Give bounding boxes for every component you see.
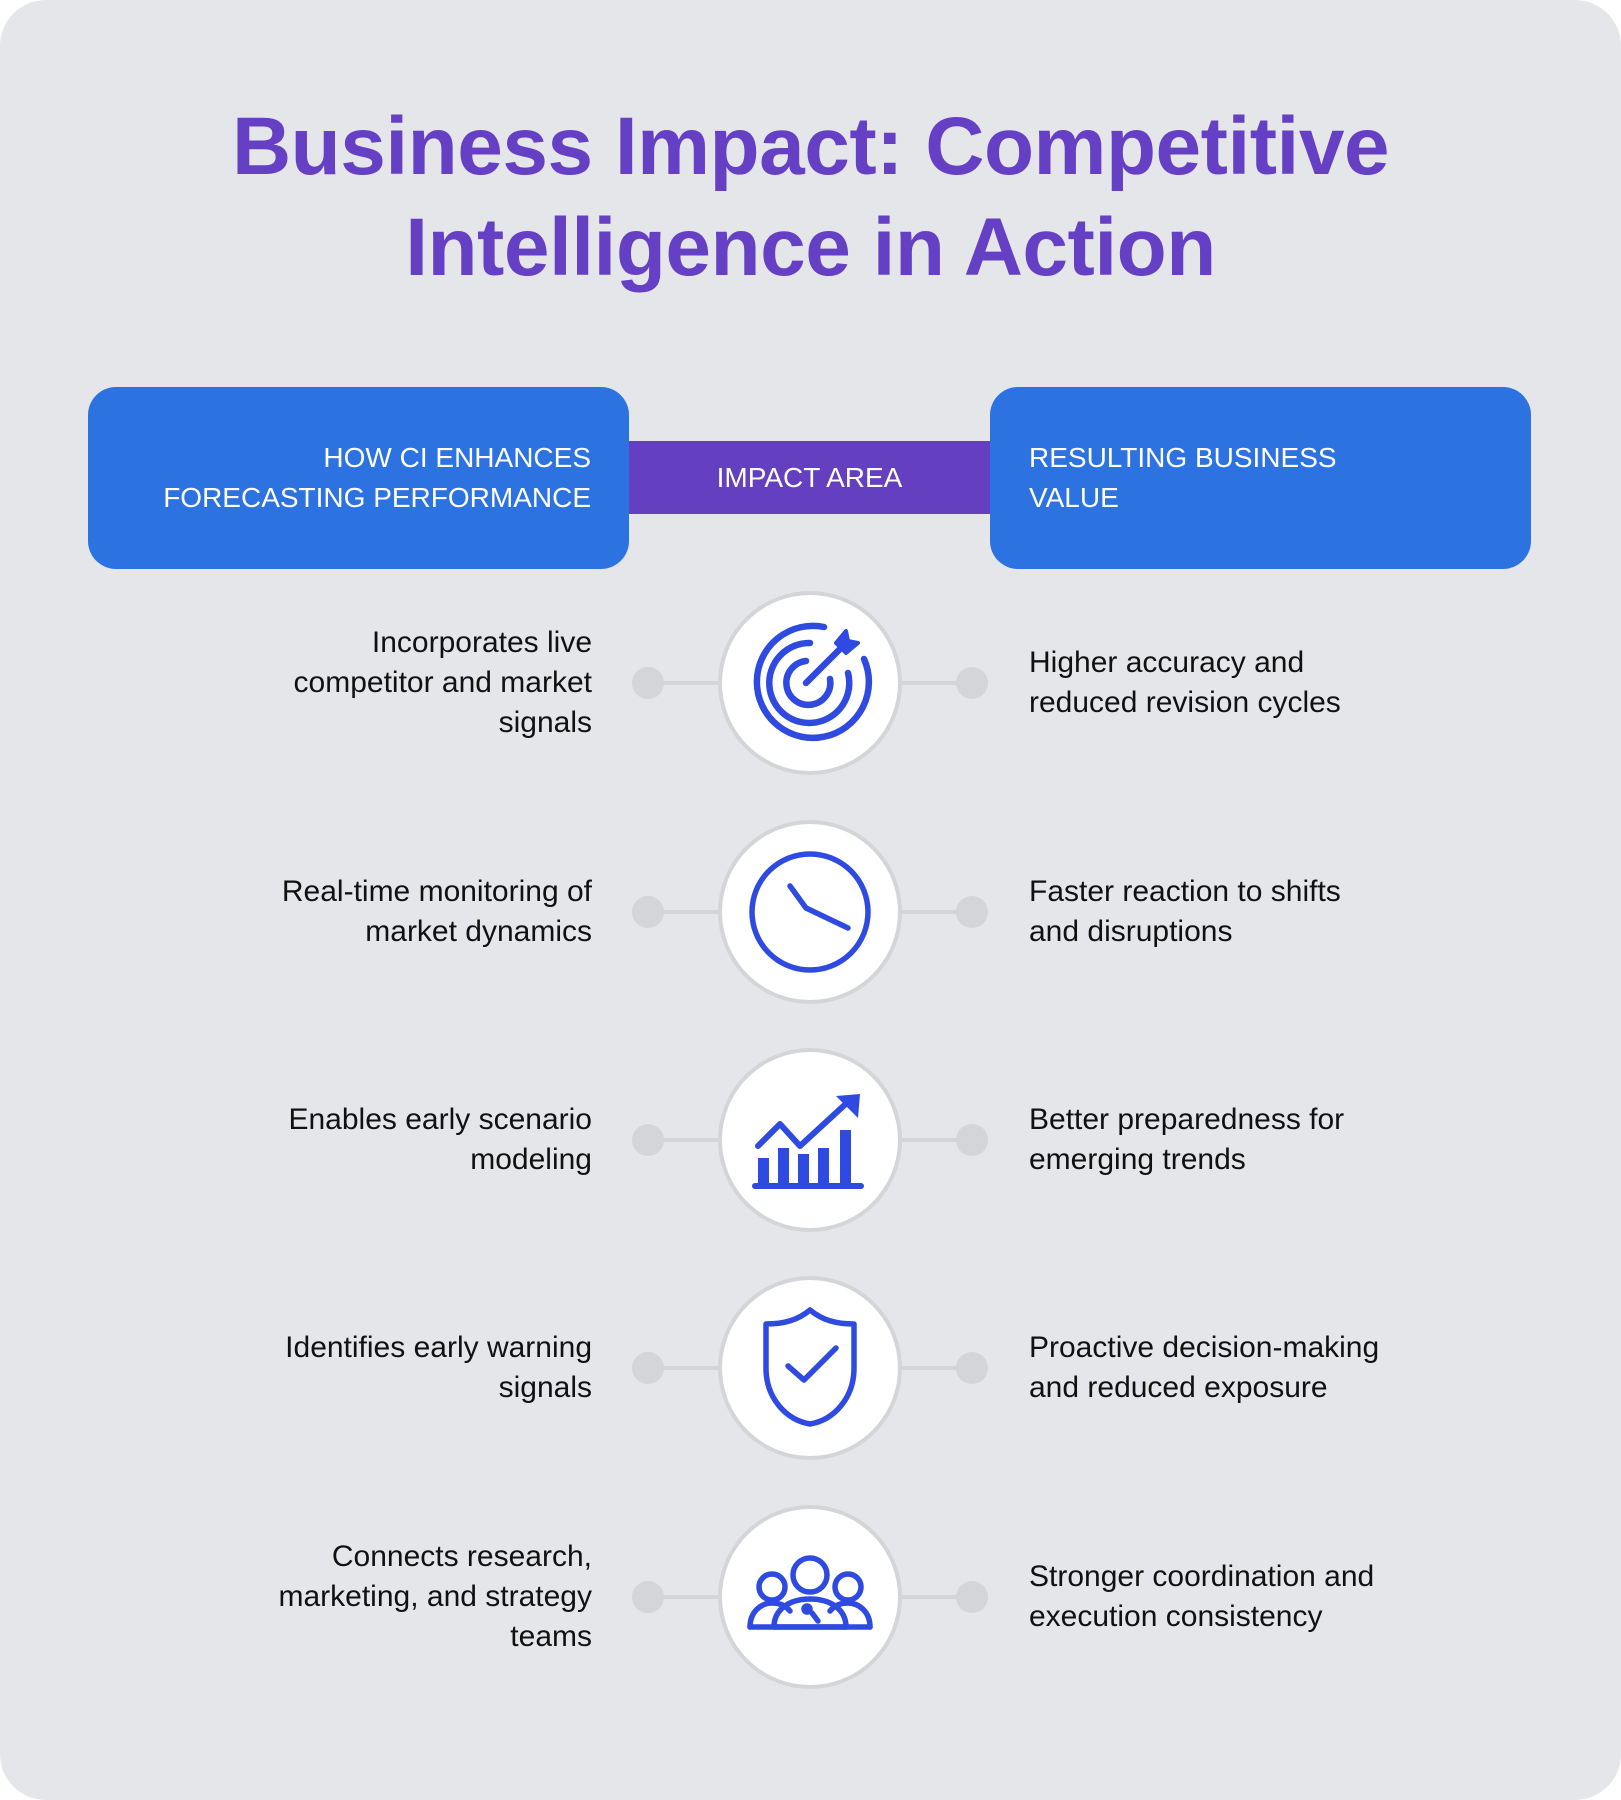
text-line: market dynamics	[365, 915, 592, 948]
text-line: Enables early scenario	[288, 1103, 592, 1136]
header-resulting-business-value: RESULTING BUSINESS VALUE	[990, 387, 1531, 569]
row-5-value-text: Stronger coordination and execution cons…	[1029, 1505, 1374, 1689]
row-1-value-text: Higher accuracy and reduced revision cyc…	[1029, 591, 1341, 775]
impact-row-4: Identifies early warning signals Proacti…	[0, 1276, 1621, 1460]
text-line: Identifies early warning	[285, 1331, 592, 1364]
connector-dot	[632, 1352, 664, 1384]
header-how-ci-enhances: HOW CI ENHANCES FORECASTING PERFORMANCE	[88, 387, 629, 569]
text-line: modeling	[470, 1143, 592, 1176]
row-3-enhancement-text: Enables early scenario modeling	[288, 1048, 592, 1232]
impact-row-2: Real-time monitoring of market dynamics …	[0, 820, 1621, 1004]
text-line: Higher accuracy and	[1029, 646, 1305, 679]
text-line: reduced revision cycles	[1029, 686, 1341, 719]
connector-line	[892, 910, 972, 914]
clock-icon	[749, 851, 871, 973]
icon-circle	[718, 1276, 902, 1460]
text-line: execution consistency	[1029, 1600, 1323, 1633]
row-5-enhancement-text: Connects research, marketing, and strate…	[279, 1505, 593, 1689]
connector-line	[892, 1595, 972, 1599]
row-4-value-text: Proactive decision-making and reduced ex…	[1029, 1276, 1379, 1460]
text-line: signals	[498, 1371, 592, 1404]
icon-circle	[718, 820, 902, 1004]
connector-line	[892, 1366, 972, 1370]
connector-line	[648, 1366, 728, 1370]
row-3-value-text: Better preparedness for emerging trends	[1029, 1048, 1344, 1232]
text-line: marketing, and strategy	[278, 1580, 593, 1613]
target-icon	[753, 622, 873, 742]
text-line: Connects research,	[331, 1540, 592, 1573]
icon-circle	[718, 1048, 902, 1232]
icon-circle	[718, 591, 902, 775]
header-right-line-1: RESULTING BUSINESS	[1029, 442, 1337, 473]
shield-check-icon	[763, 1307, 857, 1427]
team-icon	[747, 1555, 873, 1630]
row-1-enhancement-text: Incorporates live competitor and market …	[294, 591, 592, 775]
text-line: emerging trends	[1029, 1143, 1246, 1176]
connector-dot	[632, 1581, 664, 1613]
text-line: competitor and market	[293, 666, 592, 699]
connector-dot	[956, 1124, 988, 1156]
page-title: Business Impact: Competitive Intelligenc…	[0, 96, 1621, 298]
text-line: Better preparedness for	[1029, 1103, 1345, 1136]
text-line: Faster reaction to shifts	[1029, 875, 1341, 908]
text-line: Incorporates live	[371, 626, 592, 659]
title-line-2: Intelligence in Action	[405, 202, 1216, 293]
header-left-line-2: FORECASTING PERFORMANCE	[163, 482, 591, 513]
header-impact-area: IMPACT AREA	[629, 441, 990, 514]
connector-dot	[956, 1581, 988, 1613]
icon-circle	[718, 1505, 902, 1689]
connector-line	[648, 681, 728, 685]
header-right-line-2: VALUE	[1029, 482, 1119, 513]
connector-line	[892, 681, 972, 685]
connector-line	[648, 910, 728, 914]
connector-dot	[632, 667, 664, 699]
impact-row-1: Incorporates live competitor and market …	[0, 591, 1621, 775]
text-line: signals	[498, 706, 592, 739]
connector-line	[892, 1138, 972, 1142]
connector-dot	[956, 896, 988, 928]
impact-row-5: Connects research, marketing, and strate…	[0, 1505, 1621, 1689]
text-line: and reduced exposure	[1029, 1371, 1328, 1404]
connector-line	[648, 1595, 728, 1599]
connector-dot	[632, 896, 664, 928]
title-line-1: Business Impact: Competitive	[231, 101, 1390, 192]
connector-dot	[632, 1124, 664, 1156]
text-line: Proactive decision-making	[1029, 1331, 1380, 1364]
text-line: Real-time monitoring of	[281, 875, 592, 908]
growth-chart-icon	[752, 1094, 864, 1189]
text-line: teams	[510, 1620, 592, 1653]
text-line: and disruptions	[1029, 915, 1233, 948]
text-line: Stronger coordination and	[1029, 1560, 1375, 1593]
header-left-line-1: HOW CI ENHANCES	[323, 442, 591, 473]
row-2-enhancement-text: Real-time monitoring of market dynamics	[282, 820, 592, 1004]
header-middle-label: IMPACT AREA	[716, 461, 903, 493]
row-2-value-text: Faster reaction to shifts and disruption…	[1029, 820, 1341, 1004]
row-4-enhancement-text: Identifies early warning signals	[285, 1276, 592, 1460]
connector-dot	[956, 667, 988, 699]
impact-row-3: Enables early scenario modeling	[0, 1048, 1621, 1232]
connector-line	[648, 1138, 728, 1142]
connector-dot	[956, 1352, 988, 1384]
